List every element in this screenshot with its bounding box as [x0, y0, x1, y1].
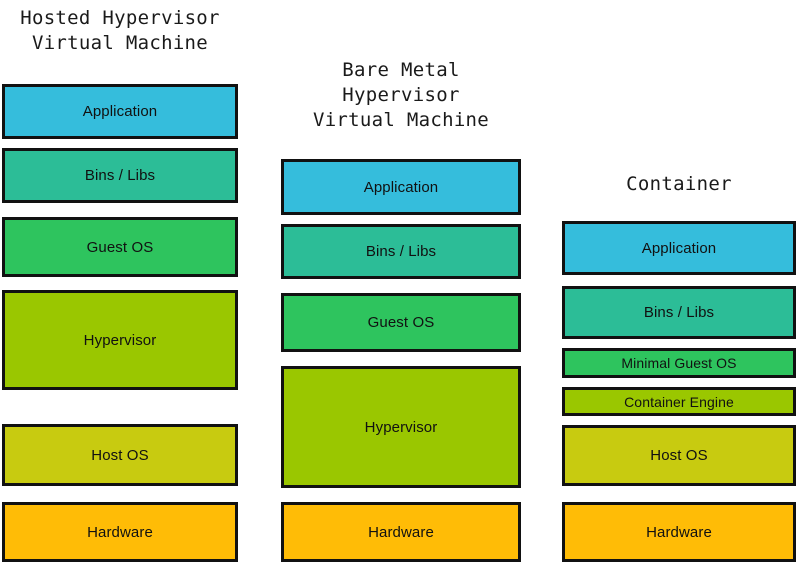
layer-box-container-application: Application: [562, 221, 796, 275]
layer-box-hosted-hypervisor-vm-host-os: Host OS: [2, 424, 238, 486]
layer-box-bare-metal-hypervisor-vm-application: Application: [281, 159, 521, 215]
layer-label: Host OS: [91, 446, 149, 464]
layer-label: Application: [82, 103, 158, 120]
layer-box-hosted-hypervisor-vm-application: Application: [2, 84, 238, 139]
layer-box-container-hardware: Hardware: [562, 502, 796, 562]
layer-box-container-host-os: Host OS: [562, 425, 796, 486]
layer-label: Hardware: [646, 523, 712, 541]
layer-label: Application: [363, 178, 439, 196]
layer-label: Guest OS: [367, 314, 435, 331]
layer-label: Hardware: [368, 523, 434, 541]
column-title-container: Container: [626, 173, 732, 195]
layer-label: Hypervisor: [364, 418, 438, 436]
layer-box-container-container-engine: Container Engine: [562, 387, 796, 416]
layer-box-hosted-hypervisor-vm-hypervisor: Hypervisor: [2, 290, 238, 390]
layer-label: Host OS: [650, 447, 708, 464]
layer-box-bare-metal-hypervisor-vm-bins-libs: Bins / Libs: [281, 224, 521, 279]
layer-box-hosted-hypervisor-vm-hardware: Hardware: [2, 502, 238, 562]
layer-label: Container Engine: [624, 393, 734, 410]
column-title-hosted-hypervisor-vm: Hosted Hypervisor Virtual Machine: [20, 7, 220, 54]
layer-box-bare-metal-hypervisor-vm-hypervisor: Hypervisor: [281, 366, 521, 488]
layer-label: Minimal Guest OS: [621, 355, 737, 371]
layer-box-bare-metal-hypervisor-vm-hardware: Hardware: [281, 502, 521, 562]
column-title-bare-metal-hypervisor-vm: Bare Metal Hypervisor Virtual Machine: [312, 59, 490, 131]
layer-label: Guest OS: [86, 238, 154, 256]
layer-box-hosted-hypervisor-vm-guest-os: Guest OS: [2, 217, 238, 277]
layer-label: Bins / Libs: [643, 304, 715, 321]
layer-label: Bins / Libs: [365, 243, 437, 260]
layer-label: Hardware: [87, 523, 153, 541]
layer-box-hosted-hypervisor-vm-bins-libs: Bins / Libs: [2, 148, 238, 203]
layer-label: Application: [641, 239, 717, 257]
layer-box-container-bins-libs: Bins / Libs: [562, 286, 796, 339]
layer-box-bare-metal-hypervisor-vm-guest-os: Guest OS: [281, 293, 521, 352]
layer-label: Hypervisor: [83, 331, 157, 349]
layer-label: Bins / Libs: [84, 167, 156, 184]
layer-box-container-minimal-guest-os: Minimal Guest OS: [562, 348, 796, 378]
